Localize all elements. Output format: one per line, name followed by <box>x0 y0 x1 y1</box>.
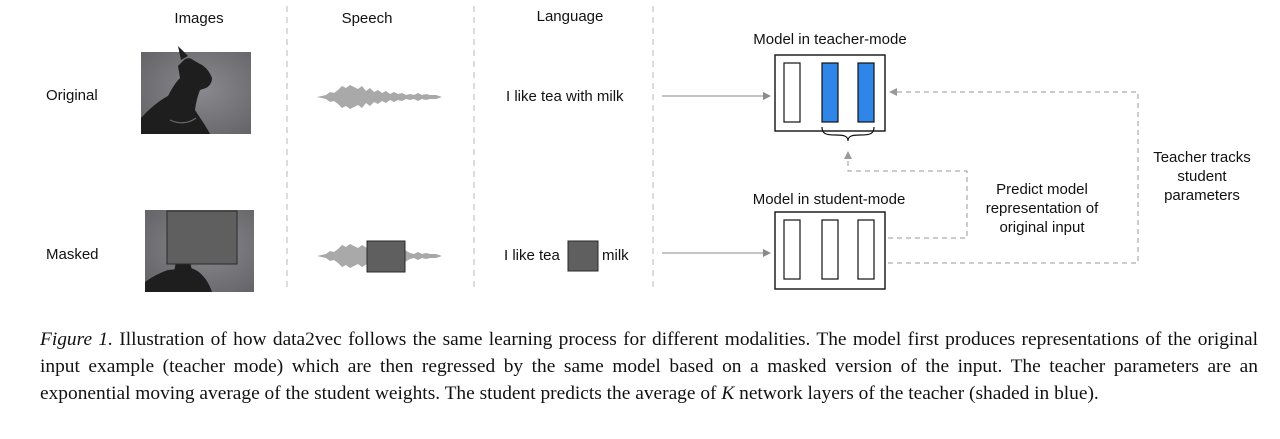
language-mask-patch <box>567 240 599 272</box>
student-layer-2 <box>821 219 839 280</box>
tracks-annotation-line-2: student <box>1177 168 1227 185</box>
row-label-original: Original <box>46 87 98 104</box>
teacher-model-box <box>774 54 886 132</box>
row-label-masked: Masked <box>46 246 99 263</box>
column-header-images: Images <box>174 10 224 27</box>
data2vec-diagram <box>141 6 1139 292</box>
tracks-annotation: Teacher tracks student parameters <box>1140 148 1264 205</box>
predict-annotation-line-2: representation of <box>985 200 1099 217</box>
waveform-original <box>317 85 442 109</box>
tracks-annotation-line-1: Teacher tracks <box>1153 149 1251 166</box>
teacher-model-title: Model in teacher-mode <box>753 31 907 48</box>
teacher-layer-1 <box>783 62 801 123</box>
caption-text-part-1: Illustration of how data2vec follows the… <box>40 329 1258 404</box>
average-brace <box>821 126 875 142</box>
teacher-layer-3 <box>857 62 875 123</box>
predict-annotation-line-1: Predict model <box>996 181 1088 198</box>
caption-k-symbol: K <box>721 383 735 404</box>
column-header-language: Language <box>536 8 604 25</box>
image-mask-patch <box>166 210 238 265</box>
student-layer-3 <box>857 219 875 280</box>
figure-label: Figure 1. <box>40 329 113 350</box>
predict-annotation-line-3: original input <box>999 219 1085 236</box>
dog-image-original <box>141 46 251 134</box>
speech-mask-patch <box>366 240 406 273</box>
student-layer-1 <box>783 219 801 280</box>
figure-caption: Figure 1. Illustration of how data2vec f… <box>40 326 1258 407</box>
dog-image-masked <box>145 210 254 292</box>
teacher-layer-2 <box>821 62 839 123</box>
predict-annotation: Predict model representation of original… <box>962 180 1122 237</box>
tracks-annotation-line-3: parameters <box>1164 187 1240 204</box>
ema-tracking-arrow <box>888 88 1139 264</box>
masked-sentence-suffix: milk <box>602 247 629 264</box>
student-model-title: Model in student-mode <box>752 191 906 208</box>
caption-text-part-2: network layers of the teacher (shaded in… <box>734 383 1099 404</box>
column-header-speech: Speech <box>341 10 393 27</box>
masked-sentence-prefix: I like tea <box>504 247 560 264</box>
waveform-masked <box>317 240 442 273</box>
original-sentence: I like tea with milk <box>506 88 624 105</box>
predict-arrow <box>844 151 968 239</box>
student-model-box <box>774 211 886 290</box>
